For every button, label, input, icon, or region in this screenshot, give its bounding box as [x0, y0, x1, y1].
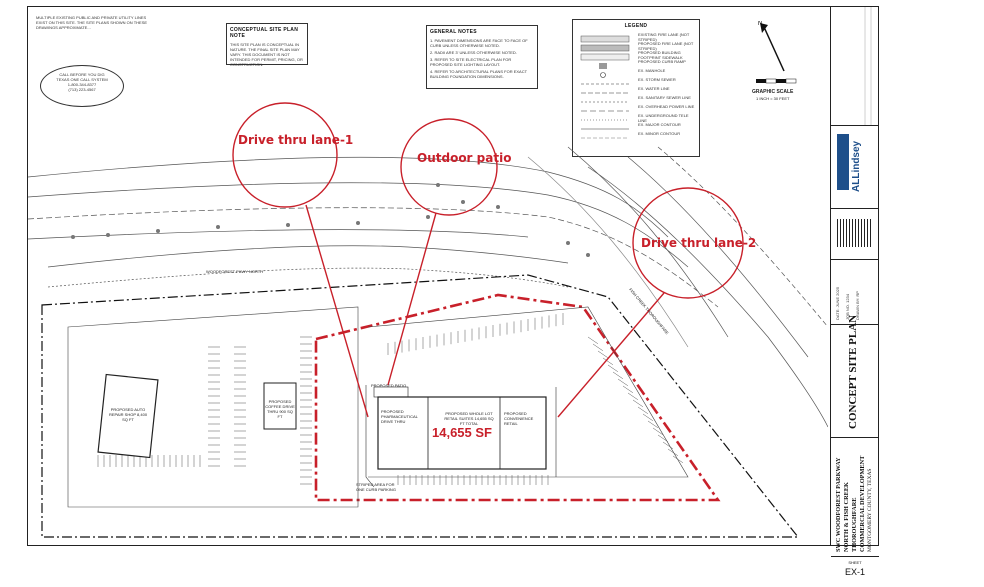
patio-label: PROPOSED PATIO: [371, 383, 407, 388]
revisions-area: [831, 7, 879, 126]
texas-811-title: CALL BEFORE YOU DIG: [59, 72, 105, 77]
road-lines: [28, 146, 828, 428]
parking-stall-line: [637, 406, 649, 414]
legend-item: EX. SANITARY SEWER LINE: [638, 95, 691, 100]
pad-building-mid: [263, 382, 297, 430]
project-info-area: DATE: JUNE 2025 JOB NO. 1234 DRAWN BY: R…: [831, 260, 879, 325]
right-suite-label: PROPOSED CONVENIENCE RETAIL: [504, 411, 534, 426]
parking-stall-line: [652, 427, 664, 435]
callout-drive-thru-lane-2: Drive thru lane-2: [641, 236, 757, 250]
parking-stall-line: [662, 441, 674, 449]
seal-area: [831, 209, 879, 260]
legend-box: LEGEND EXISTING FIRE LANE (NOT STRIPED) …: [572, 19, 700, 157]
parking-stall-line: [587, 336, 599, 344]
conceptual-note-body: THIS SITE PLAN IS CONCEPTUAL IN NATURE. …: [230, 42, 303, 67]
project-line-3: THOROUGHFARE: [851, 497, 858, 552]
parking-stalls: [97, 313, 684, 485]
callout-drive-thru-lane-1: Drive thru lane-1: [238, 133, 354, 147]
general-notes-title: GENERAL NOTES: [430, 29, 477, 35]
drawing-sheet: MULTIPLE EXISTING PUBLIC AND PRIVATE UTI…: [27, 6, 879, 577]
project-line-5: MONTGOMERY COUNTY, TEXAS: [867, 468, 873, 552]
parking-stall-line: [632, 399, 644, 407]
general-note-2: 2. RADII ARE 3' UNLESS OTHERWISE NOTED.: [430, 50, 517, 55]
parking-stall-line: [602, 357, 614, 365]
general-note-1: 1. PAVEMENT DIMENSIONS ARE FACE TO FACE …: [430, 38, 528, 48]
company-name: ALLindsey: [851, 140, 862, 192]
trees: [71, 183, 590, 257]
legend-item: EX. MAJOR CONTOUR: [638, 122, 681, 127]
legend-item: PROPOSED FIRE LANE (NOT STRIPED): [638, 41, 694, 51]
sheet-label: SHEET: [848, 560, 862, 565]
texas-811-name: TEXAS ONE CALL SYSTEM: [56, 77, 108, 82]
utilities-note: MULTIPLE EXISTING PUBLIC AND PRIVATE UTI…: [36, 15, 148, 53]
legend-item: EX. MINOR CONTOUR: [638, 131, 681, 136]
parking-stall-line: [627, 392, 639, 400]
parking-stall-line: [642, 413, 654, 421]
project-line-1: SWC WOODFOREST PARKWAY: [835, 457, 842, 552]
pad-left-label: PROPOSED AUTO REPAIR SHOP 8,400 SQ FT: [108, 407, 148, 422]
texas-811-phone: 1-800-344-8377: [67, 82, 97, 87]
parking-stall-line: [657, 434, 669, 442]
legend-symbols: [580, 35, 630, 139]
retail-label: PROPOSED WHOLE LOT RETAIL SUITES 14,655 …: [444, 411, 494, 426]
legend-title: LEGEND: [624, 23, 648, 29]
patio-area: [373, 386, 409, 398]
parking-stall-line: [667, 448, 679, 456]
graphic-scale-label: GRAPHIC SCALE: [752, 89, 794, 95]
sheet-title-area: CONCEPT SITE PLAN: [831, 315, 879, 438]
callout-outdoor-patio: Outdoor patio: [417, 151, 512, 165]
sheet-title: CONCEPT SITE PLAN: [847, 314, 859, 429]
parking-stall-line: [647, 420, 659, 428]
utilities-note-text: MULTIPLE EXISTING PUBLIC AND PRIVATE UTI…: [36, 15, 148, 30]
legend-item: EX. OVERHEAD POWER LINE: [638, 104, 695, 109]
graphic-scale-unit: 1 INCH = 30 FEET: [756, 96, 790, 101]
project-name-area: SWC WOODFOREST PARKWAY NORTH & FISH CREE…: [831, 438, 879, 557]
legend-item: EX. UNDERGROUND TELE LINE: [638, 113, 689, 123]
site-plan-drawing: [28, 102, 828, 538]
legend-item: PROPOSED BUILDING FOOTPRINT SIDEWALK: [638, 50, 683, 60]
road-label: WOODFOREST PKWY NORTH: [206, 269, 264, 274]
sheet-number-area: SHEET EX-1: [831, 557, 879, 587]
sheet-number: EX-1: [844, 567, 865, 577]
legend-item: EX. WATER LINE: [638, 86, 670, 91]
general-note-4: 4. REFER TO ARCHITECTURAL PLANS FOR EXAC…: [430, 69, 527, 79]
main-building: [377, 396, 547, 470]
texas-811-seal: CALL BEFORE YOU DIG TEXAS ONE CALL SYSTE…: [40, 65, 124, 107]
lease-boundary: [314, 293, 721, 502]
pad-mid-label: PROPOSED COFFEE DRIVE THRU 900 SQ FT: [265, 399, 295, 419]
legend-item: EX. STORM SEWER: [638, 77, 676, 82]
parking-areas: [67, 306, 689, 508]
title-block: ALLindsey DATE: JUNE 2025 JOB NO. 1234 D…: [830, 7, 879, 577]
conceptual-note-title: CONCEPTUAL SITE PLAN NOTE: [230, 27, 299, 39]
building-area: 14,655 SF: [432, 425, 492, 440]
project-line-2: NORTH & FISH CREEK: [843, 482, 850, 552]
svg-text:N: N: [758, 21, 762, 27]
left-suite-label: PROPOSED PHARMACEUTICAL DRIVE THRU: [381, 409, 418, 424]
legend-item: EXISTING FIRE LANE (NOT STRIPED): [638, 32, 690, 42]
conceptual-note-box: CONCEPTUAL SITE PLAN NOTE THIS SITE PLAN…: [226, 23, 308, 67]
pad-building-left: [97, 373, 159, 459]
date-label: DATE: JUNE 2025: [835, 286, 840, 320]
stripe-label: STRIPED AREA FOR ONE CURB PARKING: [356, 482, 396, 492]
legend-item: PROPOSED CURB RAMP: [638, 59, 686, 64]
callouts: [232, 102, 744, 418]
parking-stall-line: [617, 378, 629, 386]
local-phone: (713) 223-4567: [68, 87, 96, 92]
project-line-4: COMMERCIAL DEVELOPMENT: [859, 455, 866, 552]
general-note-3: 3. REFER TO SITE ELECTRICAL PLAN FOR PRO…: [430, 57, 512, 67]
parking-stall-line: [612, 371, 624, 379]
parking-stall-line: [597, 350, 609, 358]
parking-stall-line: [622, 385, 634, 393]
north-arrow-icon: N: [756, 21, 797, 84]
company-logo-icon: [837, 134, 849, 190]
parking-stall-line: [607, 364, 619, 372]
parking-stall-line: [672, 455, 684, 463]
parking-stall-line: [592, 343, 604, 351]
general-notes-box: GENERAL NOTES 1. PAVEMENT DIMENSIONS ARE…: [426, 25, 538, 89]
drive-thru-lane-1: [365, 385, 375, 488]
legend-item: EX. MANHOLE: [638, 68, 666, 73]
company-logo-area: ALLindsey: [831, 126, 879, 209]
